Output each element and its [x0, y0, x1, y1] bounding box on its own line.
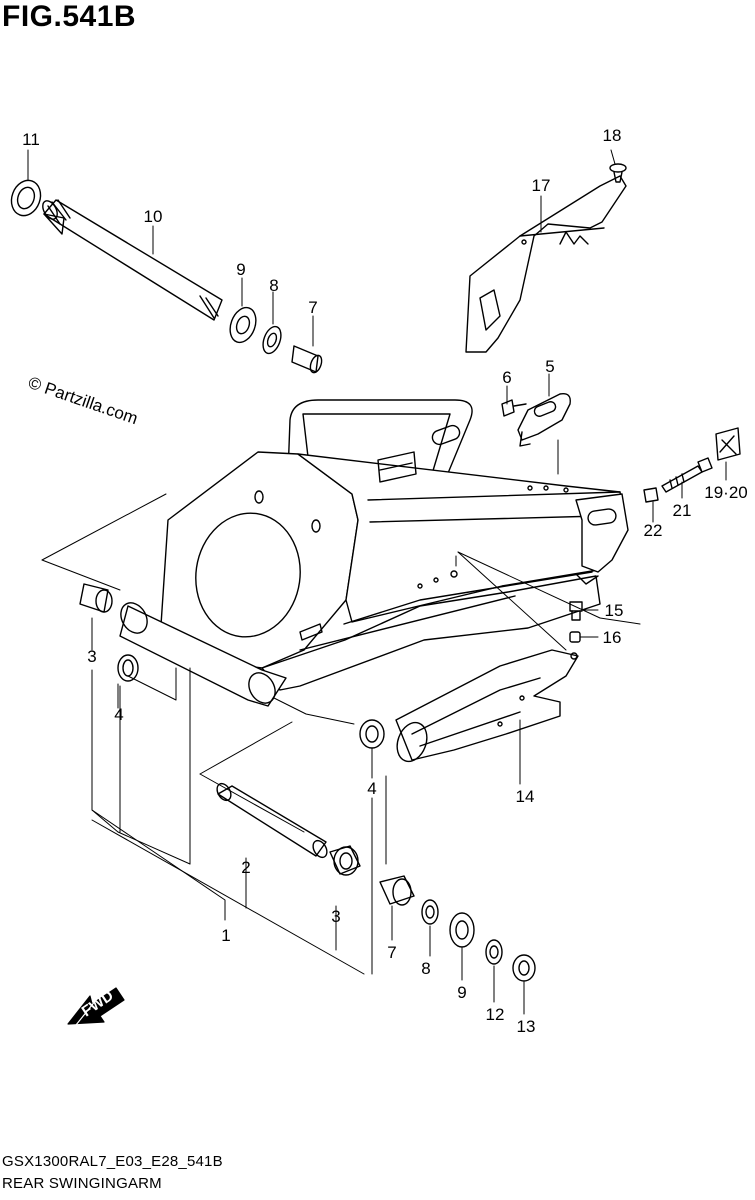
nut-part-11	[10, 179, 42, 217]
callout-5: 5	[545, 357, 554, 376]
callout-9-upper: 9	[236, 260, 245, 279]
swingarm-body	[119, 399, 629, 707]
nut-part-22	[643, 487, 659, 503]
adjuster-part-19-20	[715, 427, 741, 461]
callout-6: 6	[502, 368, 511, 387]
callout-9-lower: 9	[457, 983, 466, 1002]
callout-7-upper: 7	[308, 298, 317, 317]
callout-18: 18	[603, 126, 622, 145]
chain-protector-part-14	[395, 649, 579, 763]
callout-21: 21	[673, 501, 692, 520]
bearing-part-4-left	[117, 654, 139, 682]
callout-2: 2	[241, 858, 250, 877]
bolt-part-6	[501, 399, 527, 417]
bracket-part-5	[517, 393, 571, 447]
callout-19-20: 19·20	[704, 483, 747, 502]
bearing-part-3-lower	[329, 845, 361, 876]
washer-part-8-lower	[421, 899, 439, 925]
spacer-part-7-lower	[379, 875, 415, 906]
callout-7-lower: 7	[387, 943, 396, 962]
figure-name: REAR SWINGINGARM	[2, 1175, 162, 1192]
pivot-pin-part-2	[216, 782, 328, 859]
callout-17: 17	[532, 176, 551, 195]
callout-10: 10	[144, 207, 163, 226]
washer-part-8-upper	[262, 325, 282, 355]
callout-4-left: 4	[114, 705, 123, 724]
callout-8-upper: 8	[269, 276, 278, 295]
callout-15: 15	[605, 601, 624, 620]
callout-labels: 1 2 3 3 4 4 5 6 7 7 8 8 9 9 10 11 12 13 …	[22, 126, 748, 1036]
fwd-direction-arrow	[67, 987, 125, 1031]
bolt-part-21	[661, 457, 713, 493]
nut-part-13	[512, 954, 536, 982]
washer-part-12	[485, 939, 503, 965]
figure-code: GSX1300RAL7_E03_E28_541B	[2, 1153, 223, 1170]
callout-3-lower: 3	[331, 907, 340, 926]
bearing-part-3-left	[79, 583, 113, 613]
callout-8-lower: 8	[421, 959, 430, 978]
callout-14: 14	[516, 787, 535, 806]
bearing-part-4-right	[359, 719, 385, 749]
callout-12: 12	[486, 1005, 505, 1024]
screw-part-18	[609, 163, 627, 183]
chain-guard-part-17	[465, 175, 627, 353]
callout-4-right: 4	[367, 779, 376, 798]
leader-lines	[27, 149, 727, 1015]
spacer-part-7-upper	[291, 345, 323, 374]
oil-seal-part-9-lower	[449, 912, 475, 948]
callout-11: 11	[22, 130, 40, 149]
figure-title: FIG.541B	[2, 0, 137, 33]
callout-1: 1	[221, 926, 230, 945]
pivot-shaft-part-10	[42, 199, 223, 321]
nut-part-16	[569, 631, 581, 643]
callout-13: 13	[517, 1017, 536, 1036]
callout-3-left: 3	[87, 647, 96, 666]
callout-16: 16	[603, 628, 622, 647]
callout-22: 22	[644, 521, 663, 540]
oil-seal-part-9-upper	[229, 306, 257, 344]
